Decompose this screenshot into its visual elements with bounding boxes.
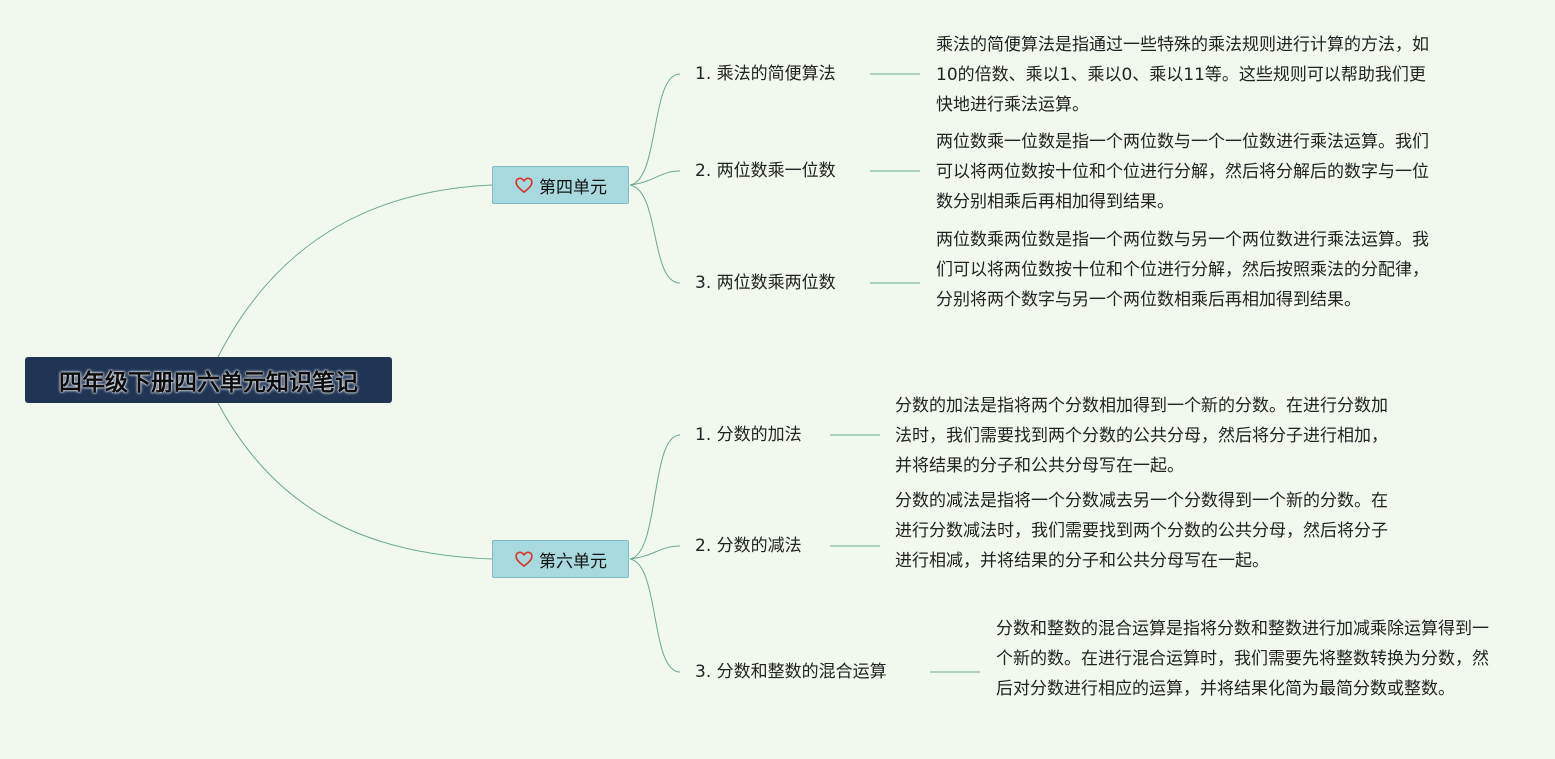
root-title: 四年级下册四六单元知识笔记: [59, 370, 358, 396]
root-node[interactable]: 四年级下册四六单元知识笔记: [25, 357, 392, 403]
topic-unit4-2[interactable]: 2. 两位数乘一位数: [695, 161, 836, 181]
unit-label: 第四单元: [539, 177, 607, 198]
connector-unit6-topic3: [629, 558, 681, 673]
unit-node-4[interactable]: 第四单元: [492, 166, 629, 204]
topic-unit6-3[interactable]: 3. 分数和整数的混合运算: [695, 662, 887, 682]
topic-unit6-2[interactable]: 2. 分数的减法: [695, 536, 802, 556]
connector-root-unit6: [217, 402, 493, 560]
topic-unit4-3[interactable]: 3. 两位数乘两位数: [695, 273, 836, 293]
unit-label: 第六单元: [539, 551, 607, 572]
connector-unit6-topic1: [629, 434, 681, 560]
connector-unit4-topic3: [629, 184, 681, 284]
connector-unit6-topic2: [629, 545, 681, 560]
heart-icon: [515, 551, 533, 568]
desc-unit4-3: 两位数乘两位数是指一个两位数与另一个两位数进行乘法运算。我们可以将两位数按十位和…: [936, 230, 1429, 310]
heart-icon: [515, 177, 533, 194]
desc-unit6-3: 分数和整数的混合运算是指将分数和整数进行加减乘除运算得到一个新的数。在进行混合运…: [996, 619, 1489, 699]
desc-unit4-2: 两位数乘一位数是指一个两位数与一个一位数进行乘法运算。我们可以将两位数按十位和个…: [936, 132, 1429, 212]
topic-unit6-1[interactable]: 1. 分数的加法: [695, 425, 802, 445]
unit-node-6[interactable]: 第六单元: [492, 540, 629, 578]
desc-unit6-2: 分数的减法是指将一个分数减去另一个分数得到一个新的分数。在进行分数减法时，我们需…: [895, 491, 1388, 571]
desc-unit6-1: 分数的加法是指将两个分数相加得到一个新的分数。在进行分数加法时，我们需要找到两个…: [895, 396, 1388, 476]
topic-unit4-1[interactable]: 1. 乘法的简便算法: [695, 64, 836, 84]
connector-root-unit4: [217, 184, 493, 358]
connector-unit4-topic2: [629, 170, 681, 186]
desc-unit4-1: 乘法的简便算法是指通过一些特殊的乘法规则进行计算的方法，如10的倍数、乘以1、乘…: [936, 35, 1429, 115]
connector-unit4-topic1: [629, 73, 681, 186]
